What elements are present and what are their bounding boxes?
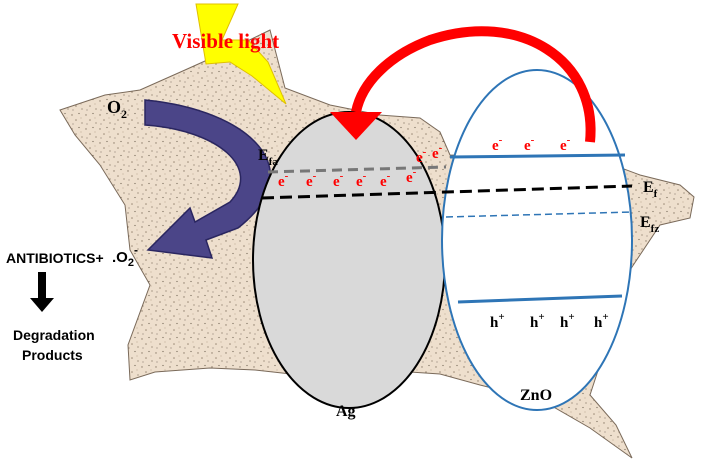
zno-valence-band (457, 294, 623, 304)
ag-electron: e- (380, 170, 391, 190)
visible-light-label: Visible light (172, 29, 279, 53)
zno-holes: h+ h+ h+ h+ (490, 311, 609, 331)
fermi-zno-label: Efz (640, 214, 659, 235)
zno-electron: e- (560, 134, 571, 154)
zno-label: ZnO (520, 387, 552, 404)
ag-electron: e- (406, 166, 417, 186)
ag-label: Ag (336, 403, 356, 420)
oxygen-label: O2 (107, 97, 127, 121)
ag-fermi-level (267, 165, 447, 174)
fermi-eq-label: Ef (643, 179, 658, 200)
zno-particle (441, 69, 633, 411)
fermi-ag-label: Efa (258, 147, 278, 168)
zno-electrons: e-e-e- (492, 134, 571, 154)
zno-hole: h+ (530, 311, 545, 331)
o2-reduction-arrow (144, 99, 272, 259)
equilibrium-fermi-level (261, 184, 633, 200)
degradation-arrow (30, 272, 54, 312)
ag-electron: e- (333, 170, 344, 190)
zno-electron: e- (492, 134, 503, 154)
superoxide-label: .O2- (112, 243, 138, 269)
zno-hole: h+ (560, 311, 575, 331)
ag-electron: e- (356, 170, 367, 190)
zno-hole: h+ (490, 311, 505, 331)
zno-fermi-level (445, 211, 633, 218)
zno-hole: h+ (594, 311, 609, 331)
ag-electron: e- (306, 170, 317, 190)
electron-transfer-arrow (351, 26, 596, 143)
degradation-label: Degradation (13, 327, 95, 343)
electron-transfer-arrowhead (330, 112, 382, 140)
products-label: Products (22, 347, 83, 363)
ag-electron: e- (416, 146, 427, 166)
ag-electrons: e-e-e-e-e-e-e-e- (278, 142, 443, 190)
ag-electron: e- (432, 142, 443, 162)
antibiotics-label: ANTIBIOTICS+ (6, 250, 104, 266)
zno-conduction-band (449, 153, 626, 159)
ag-electron: e- (278, 170, 289, 190)
zno-electron: e- (524, 134, 535, 154)
lightning-icon (195, 3, 287, 105)
